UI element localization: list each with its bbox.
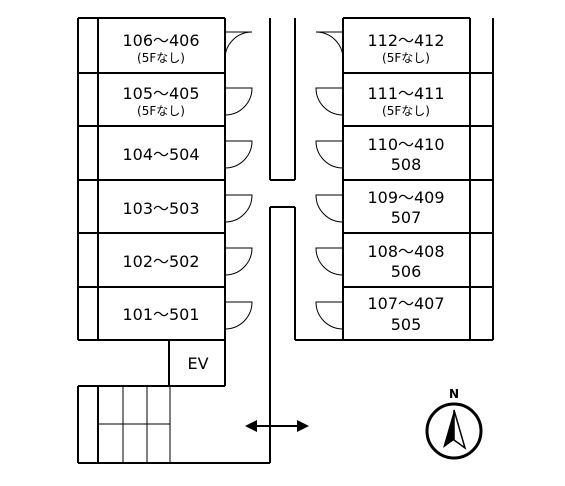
right-doors: [315, 31, 344, 330]
left-doors: [224, 31, 253, 330]
unit-label: 112〜412: [367, 31, 444, 50]
unit-label: 101〜501: [122, 305, 199, 324]
left-unit-labels: 106〜406 (5Fなし) 105〜405 (5Fなし) 104〜504 10…: [122, 31, 199, 324]
unit-note: (5Fなし): [137, 51, 185, 65]
north-compass-icon: N: [425, 387, 483, 460]
unit-label: 110〜410: [367, 135, 444, 154]
north-label: N: [449, 387, 459, 401]
unit-label: 107〜407: [367, 294, 444, 313]
door-icon: [315, 301, 344, 330]
unit-label: 102〜502: [122, 252, 199, 271]
unit-number: 506: [391, 262, 422, 281]
unit-number: 507: [391, 208, 422, 227]
door-icon: [224, 247, 253, 276]
door-icon: [315, 31, 344, 60]
unit-note: (5Fなし): [382, 51, 430, 65]
unit-number: 508: [391, 155, 422, 174]
unit-note: (5Fなし): [137, 104, 185, 118]
unit-label: 103〜503: [122, 199, 199, 218]
elevator-label: EV: [187, 354, 208, 373]
door-icon: [315, 140, 344, 169]
unit-note: (5Fなし): [382, 104, 430, 118]
door-icon: [315, 247, 344, 276]
door-icon: [224, 194, 253, 223]
unit-label: 111〜411: [367, 84, 444, 103]
right-unit-labels: 112〜412 (5Fなし) 111〜411 (5Fなし) 110〜410 50…: [367, 31, 444, 334]
unit-label: 104〜504: [122, 145, 199, 164]
unit-number: 505: [391, 315, 422, 334]
door-icon: [224, 31, 253, 60]
right-wing: [295, 17, 494, 341]
door-icon: [224, 140, 253, 169]
unit-label: 108〜408: [367, 242, 444, 261]
unit-label: 105〜405: [122, 84, 199, 103]
door-icon: [224, 87, 253, 116]
door-icon: [224, 301, 253, 330]
left-wing: [77, 17, 226, 341]
unit-label: 106〜406: [122, 31, 199, 50]
door-icon: [315, 194, 344, 223]
unit-label: 109〜409: [367, 188, 444, 207]
elevator-and-stairs: EV: [77, 340, 270, 464]
door-icon: [315, 87, 344, 116]
double-arrow-icon: [245, 420, 309, 432]
corridor: [269, 18, 296, 463]
